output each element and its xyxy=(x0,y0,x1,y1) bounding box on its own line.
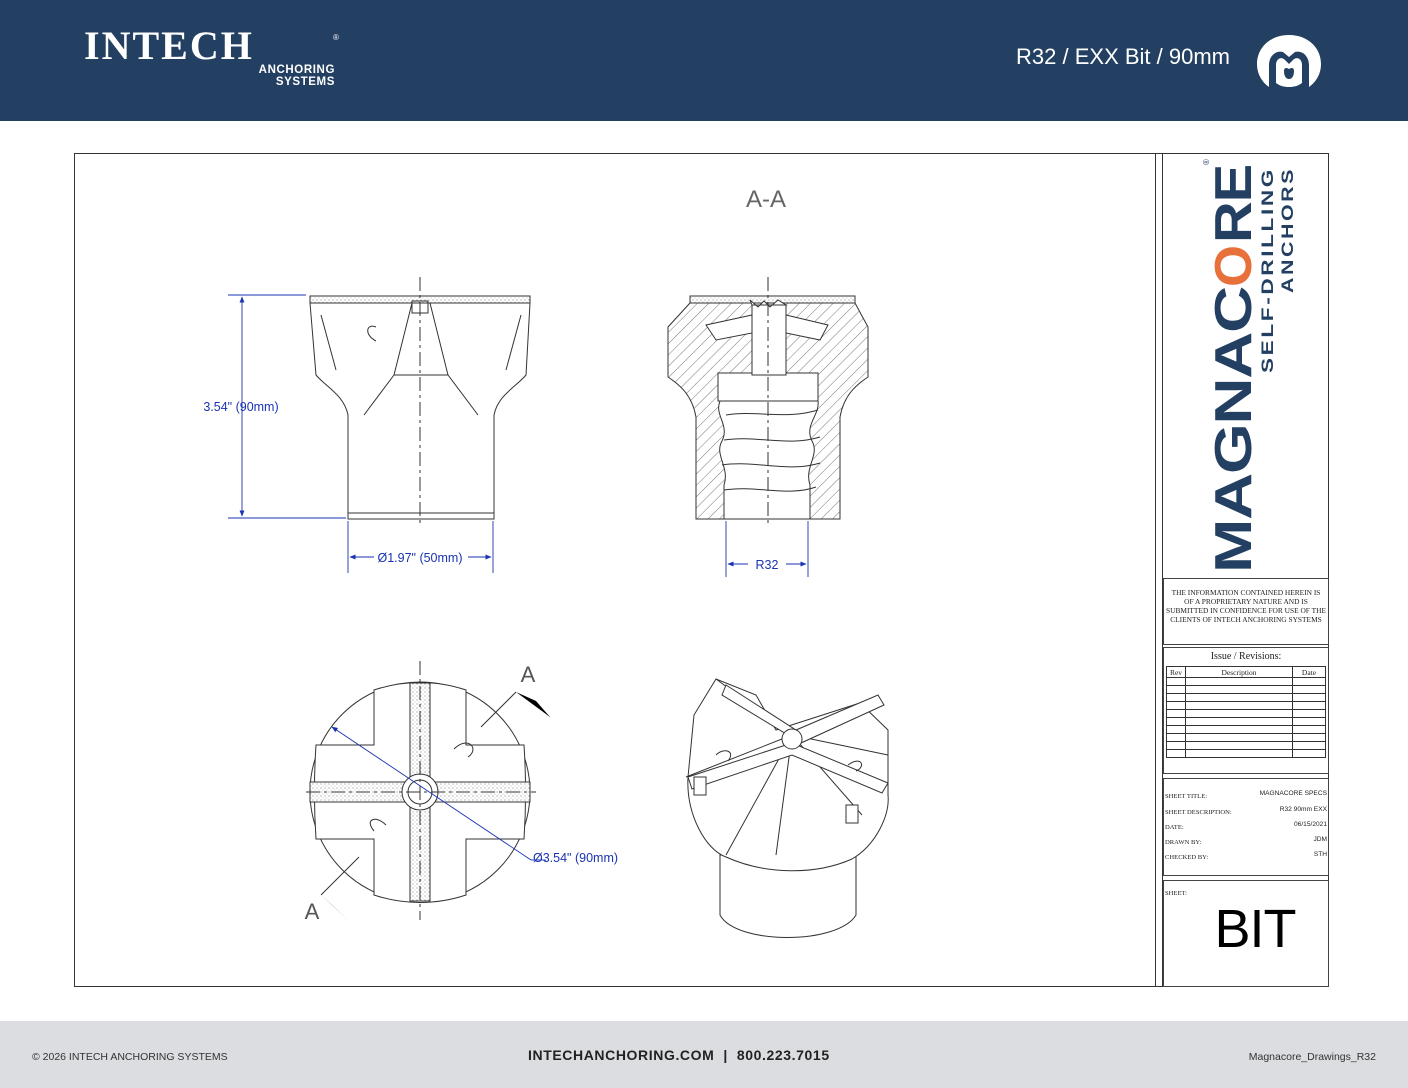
dim-face-label: Ø3.54" (90mm) xyxy=(533,851,618,865)
rev-header-date: Date xyxy=(1292,666,1326,678)
table-row xyxy=(1166,677,1326,686)
drawn-by-label: DRAWN BY: xyxy=(1165,839,1202,846)
date-row: DATE: 06/15/2021 xyxy=(1165,821,1328,834)
copyright-text: © 2026 INTECH ANCHORING SYSTEMS xyxy=(32,1051,228,1063)
dim-thread-label: R32 xyxy=(756,558,779,572)
magnacore-brand-text: MAGNAC xyxy=(1205,286,1263,573)
anchors-text: ANCHORS xyxy=(1278,167,1297,293)
table-row xyxy=(1166,709,1326,718)
table-row xyxy=(1166,685,1326,694)
dimension-lines xyxy=(228,294,809,861)
sheet-title-value: MAGNACORE SPECS xyxy=(1259,790,1327,797)
sheet-title-label: SHEET TITLE: xyxy=(1165,793,1208,800)
website-phone[interactable]: INTECHANCHORING.COM | 800.223.7015 xyxy=(528,1047,830,1063)
table-row xyxy=(1166,741,1326,750)
revisions-table: Rev Description Date xyxy=(1166,666,1326,758)
table-row xyxy=(1166,717,1326,726)
sheet-info-box xyxy=(1163,778,1329,876)
cut-mark-top: A xyxy=(521,662,536,687)
rev-header-description: Description xyxy=(1185,666,1293,678)
cut-mark-bottom: A xyxy=(305,899,320,924)
magnacore-m-icon xyxy=(1257,35,1321,87)
isometric-view xyxy=(685,678,889,938)
table-row xyxy=(1166,725,1326,734)
section-view xyxy=(667,277,869,527)
dim-shank-label: Ø1.97" (50mm) xyxy=(377,551,462,565)
technical-drawing: A-A A A xyxy=(203,186,889,938)
page-footer xyxy=(0,1021,1408,1088)
date-label: DATE: xyxy=(1165,824,1184,831)
table-row xyxy=(1166,733,1326,742)
plan-view xyxy=(306,661,536,920)
sheet-label: SHEET: xyxy=(1165,890,1188,897)
table-row xyxy=(1166,693,1326,702)
registered-mark: ® xyxy=(333,33,339,42)
title-block-divider xyxy=(1155,153,1156,987)
intech-logo: INTECH xyxy=(84,23,254,68)
title-block-divider-inner xyxy=(1162,153,1163,987)
confidential-notice: THE INFORMATION CONTAINED HEREIN IS OF A… xyxy=(1166,588,1327,624)
dim-height-label: 3.54" (90mm) xyxy=(203,400,278,414)
sheet-name: BIT xyxy=(1214,899,1296,959)
drawing-frame xyxy=(74,153,1329,987)
magnacore-reg-mark: ® xyxy=(1202,159,1211,165)
drawn-by-row: DRAWN BY: JDM xyxy=(1165,836,1328,849)
magnacore-brand: MAGNAC O RE ® SELF-DRILLING ANCHORS xyxy=(1202,159,1297,573)
cut-arrow-bottom xyxy=(321,895,348,920)
magnacore-brand-o: O xyxy=(1205,245,1263,287)
confidential-box xyxy=(1163,578,1329,645)
document-title: R32 / EXX Bit / 90mm xyxy=(1016,44,1230,69)
table-row xyxy=(1166,701,1326,710)
section-label: A-A xyxy=(746,186,786,213)
checked-by-value: STH xyxy=(1313,851,1327,858)
sheet-box xyxy=(1163,880,1329,987)
front-view xyxy=(309,277,531,525)
rev-header-rev: Rev xyxy=(1166,666,1186,678)
sheet-title-row: SHEET TITLE: MAGNACORE SPECS xyxy=(1165,790,1328,803)
logo-subtitle-systems: SYSTEMS xyxy=(275,76,335,88)
self-drilling-text: SELF-DRILLING xyxy=(1258,167,1277,373)
table-row xyxy=(1166,749,1326,758)
sheet-description-row: SHEET DESCRIPTION: R32 90mm EXX xyxy=(1165,806,1328,819)
file-name: Magnacore_Drawings_R32 xyxy=(1248,1051,1376,1063)
magnacore-brand-re: RE xyxy=(1205,165,1263,243)
revisions-title: Issue / Revisions: xyxy=(1210,651,1282,662)
checked-by-row: CHECKED BY: STH xyxy=(1165,851,1328,864)
page-header xyxy=(0,0,1408,121)
sheet-description-label: SHEET DESCRIPTION: xyxy=(1165,809,1232,816)
sheet-description-value: R32 90mm EXX xyxy=(1279,806,1327,813)
logo-subtitle-anchoring: ANCHORING xyxy=(258,64,335,76)
date-value: 06/15/2021 xyxy=(1293,821,1327,828)
drawn-by-value: JDM xyxy=(1313,836,1327,843)
checked-by-label: CHECKED BY: xyxy=(1165,854,1209,861)
